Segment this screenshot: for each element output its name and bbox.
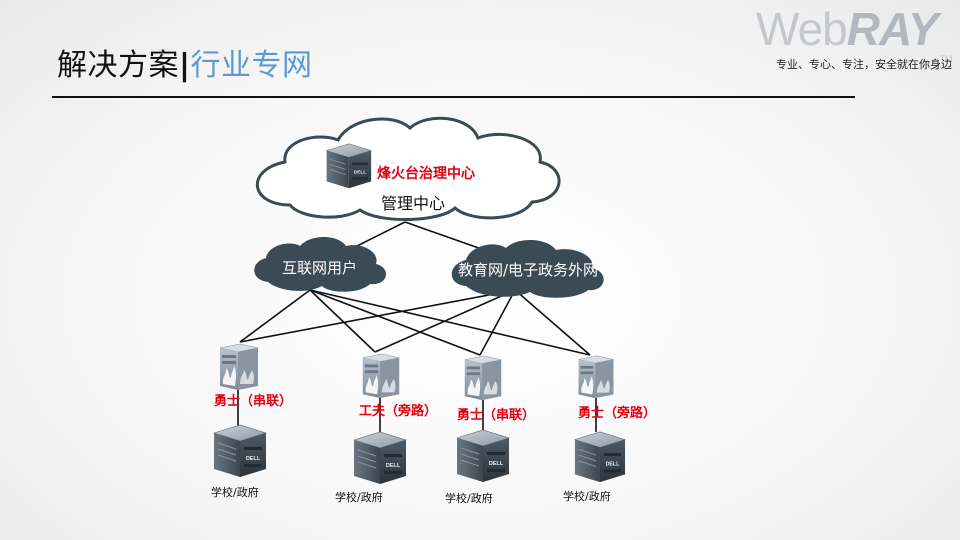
link-center-right [404, 221, 491, 253]
device-2-firewall [362, 353, 400, 399]
device-3-label: 勇士（串联） [457, 408, 536, 423]
device-3-firewall [464, 355, 502, 401]
link-right-fw2 [374, 289, 516, 353]
device-2-label: 工夫（旁路） [359, 404, 438, 419]
link-right-fw4 [514, 289, 591, 356]
title-main: 解决方案 [57, 48, 179, 83]
center-label: 管理中心 [381, 194, 446, 213]
center-red-label: 烽火台治理中心 [377, 166, 475, 182]
cloud-education-network [451, 239, 604, 298]
logo-tm: TM [939, 54, 953, 64]
link-left-fw2 [309, 289, 376, 353]
site-4-label: 学校/政府 [563, 490, 611, 503]
title-sub: 行业专网 [190, 48, 313, 83]
link-right-fw1 [239, 289, 516, 343]
cloud-right-label: 教育网/电子政务外网 [458, 261, 599, 279]
site-3-label: 学校/政府 [445, 492, 493, 505]
cloud-left-label: 互联网用户 [282, 259, 358, 277]
site-2-label: 学校/政府 [335, 491, 383, 504]
link-left-fw3 [309, 289, 481, 356]
link-left-fw1 [239, 289, 311, 343]
site-2-server [353, 431, 407, 485]
logo-web: Web [756, 3, 848, 55]
management-cloud [255, 116, 561, 222]
site-1-server [213, 424, 267, 478]
device-4-firewall [578, 355, 614, 399]
connection-lines [237, 221, 597, 433]
slogan: 专业、专心、专注，安全就在你身边 [776, 58, 952, 71]
link-right-fw3 [479, 289, 516, 356]
title-separator: | [179, 48, 191, 83]
central-server [326, 143, 372, 189]
site-1-label: 学校/政府 [211, 486, 259, 499]
site-4-server [574, 431, 626, 483]
device-4-label: 勇士（旁路） [578, 406, 657, 421]
title-underline [52, 96, 855, 98]
webray-logo: WebRAYTM [756, 3, 952, 64]
logo-ray: RAY [846, 3, 939, 55]
device-1-label: 勇士（串联） [214, 394, 293, 409]
link-left-fw4 [309, 289, 591, 356]
page-title: 解决方案|行业专网 [57, 46, 312, 86]
site-3-server [456, 429, 510, 483]
cloud-internet-users [254, 237, 387, 292]
device-1-firewall [219, 343, 259, 391]
